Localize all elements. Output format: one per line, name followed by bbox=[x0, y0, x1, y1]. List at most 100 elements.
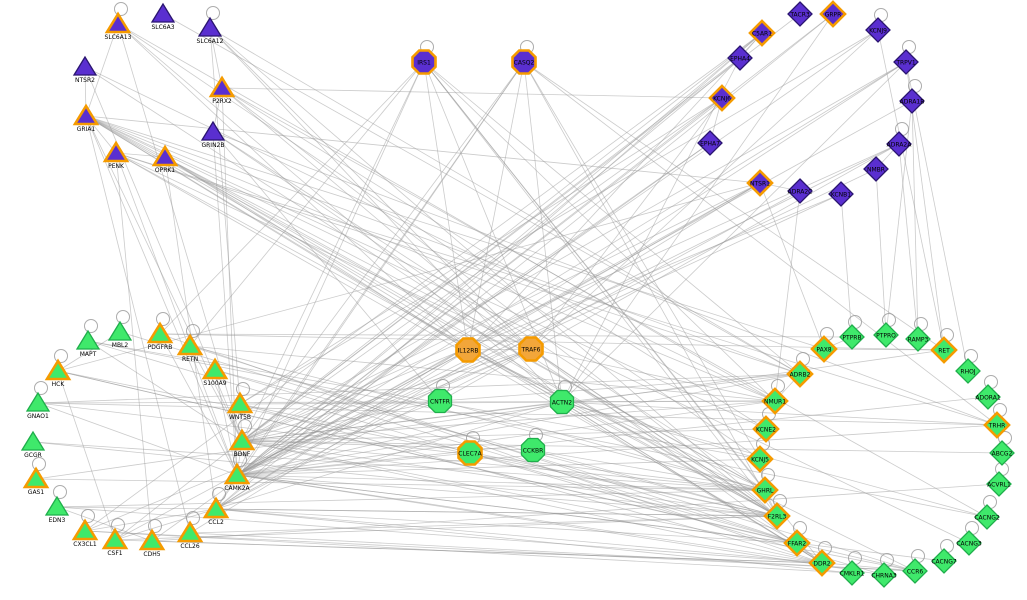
node-GHRL[interactable] bbox=[751, 476, 779, 504]
edge-P2RX2-TRAF6 bbox=[221, 87, 532, 350]
node-FFAR2[interactable] bbox=[783, 529, 811, 557]
node-KCNB1[interactable] bbox=[828, 181, 854, 207]
edge-HCK-F2RL3 bbox=[57, 370, 778, 517]
node-CACNG7[interactable] bbox=[931, 548, 957, 574]
node-F2RL3[interactable] bbox=[763, 502, 791, 530]
node-CACNG3[interactable] bbox=[956, 530, 982, 556]
node-label-EPHA4: EPHA4 bbox=[730, 56, 750, 63]
node-TRPV1[interactable] bbox=[893, 49, 919, 75]
node-WNT5B[interactable] bbox=[226, 391, 254, 414]
edge-IL12RB-GHRL bbox=[467, 349, 766, 491]
node-EDN3[interactable] bbox=[44, 495, 70, 516]
node-HCK[interactable] bbox=[44, 358, 72, 381]
node-NMBR[interactable] bbox=[863, 156, 889, 182]
node-KCNJ9[interactable] bbox=[865, 17, 891, 43]
node-CNTFR[interactable] bbox=[427, 388, 453, 414]
node-SLC6A13[interactable] bbox=[104, 11, 132, 34]
node-KCNE2[interactable] bbox=[752, 415, 780, 443]
node-C5AR1[interactable] bbox=[748, 19, 776, 47]
node-CASQ2[interactable] bbox=[511, 49, 537, 75]
node-P2RX2[interactable] bbox=[208, 75, 236, 98]
node-ACTN2[interactable] bbox=[549, 389, 575, 415]
edge-OPRK1-IL12RB bbox=[164, 156, 469, 351]
node-TRHR[interactable] bbox=[983, 411, 1011, 439]
node-KCNJ5[interactable] bbox=[746, 445, 774, 473]
node-CCKBR[interactable] bbox=[520, 437, 546, 463]
edge-SLC6A3-ADRB2 bbox=[162, 13, 801, 375]
node-ADRA2C[interactable] bbox=[787, 178, 813, 204]
node-label-CCL2: CCL2 bbox=[208, 519, 224, 526]
node-MBL2[interactable] bbox=[107, 320, 133, 341]
node-TRAF6[interactable] bbox=[518, 336, 544, 362]
node-NMUR1[interactable] bbox=[761, 387, 789, 415]
node-PTPRB[interactable] bbox=[839, 324, 865, 350]
node-label-CDH5: CDH5 bbox=[143, 551, 160, 558]
node-RHOJ[interactable] bbox=[955, 358, 981, 384]
node-label-IRS1: IRS1 bbox=[417, 60, 431, 67]
nodes-layer bbox=[20, 0, 1015, 588]
edge-OPRK1-GHRL bbox=[164, 156, 766, 491]
node-label-KCNJ6: KCNJ6 bbox=[713, 96, 731, 103]
node-CSF1[interactable] bbox=[101, 527, 129, 550]
node-GRIA1[interactable] bbox=[72, 103, 100, 126]
node-CCR6[interactable] bbox=[902, 558, 928, 584]
node-label-CCL26: CCL26 bbox=[180, 543, 200, 550]
node-ADRB2[interactable] bbox=[786, 360, 814, 388]
node-label-KCNB1: KCNB1 bbox=[831, 192, 851, 199]
labels-layer: SLC6A13SLC6A3SLC6A12NTSR2P2RX2GRIA1GRIN2… bbox=[24, 12, 1012, 580]
node-ABCG2[interactable] bbox=[989, 440, 1015, 466]
node-KCNJ6[interactable] bbox=[708, 84, 736, 112]
node-CDH5[interactable] bbox=[138, 528, 166, 551]
node-GRPR[interactable] bbox=[819, 0, 847, 28]
node-S100A9[interactable] bbox=[201, 357, 229, 380]
edge-GRIA1-NTSR1 bbox=[85, 115, 761, 184]
node-TACR3[interactable] bbox=[787, 1, 813, 27]
node-CAMK2A[interactable] bbox=[223, 462, 251, 485]
node-PAX8[interactable] bbox=[810, 335, 838, 363]
node-BDNF[interactable] bbox=[228, 428, 256, 451]
node-CHRNA3[interactable] bbox=[871, 562, 897, 588]
edge-CSF1-CCL2 bbox=[114, 508, 217, 541]
edge-BDNF-CCR6 bbox=[241, 440, 916, 572]
node-CCL26[interactable] bbox=[176, 520, 204, 543]
node-NTSR2[interactable] bbox=[72, 55, 98, 76]
node-label-EDN3: EDN3 bbox=[49, 517, 66, 524]
node-PDGFRB[interactable] bbox=[146, 321, 174, 344]
node-CCL2[interactable] bbox=[202, 496, 230, 519]
edge-CCKBR-GHRL bbox=[532, 449, 766, 491]
self-loop-SLC6A13 bbox=[114, 2, 128, 16]
node-SLC6A12[interactable] bbox=[197, 16, 223, 37]
node-ADRA2A[interactable] bbox=[886, 131, 912, 157]
node-RETN[interactable] bbox=[176, 333, 204, 356]
node-IRS1[interactable] bbox=[411, 49, 437, 75]
node-OPRK1[interactable] bbox=[151, 144, 179, 167]
node-CLEC7A[interactable] bbox=[457, 440, 483, 466]
edge-MBL2-CCR6 bbox=[119, 331, 916, 572]
node-label-EPHA7: EPHA7 bbox=[700, 141, 720, 148]
node-GAS1[interactable] bbox=[22, 466, 50, 489]
node-EPHA7[interactable] bbox=[697, 130, 723, 156]
node-PENK[interactable] bbox=[102, 140, 130, 163]
node-ADRA1B[interactable] bbox=[899, 88, 925, 114]
edge-RETN-NMUR1 bbox=[189, 345, 776, 402]
node-NTSR1[interactable] bbox=[746, 169, 774, 197]
node-MAPT[interactable] bbox=[75, 329, 101, 350]
node-CX3CL1[interactable] bbox=[71, 518, 99, 541]
node-CMKLR1[interactable] bbox=[839, 560, 865, 586]
node-GRIN2B[interactable] bbox=[200, 120, 226, 141]
node-CACNG2[interactable] bbox=[974, 504, 1000, 530]
node-IL12RB[interactable] bbox=[455, 337, 481, 363]
node-ADORA1[interactable] bbox=[975, 384, 1001, 410]
node-EPHA4[interactable] bbox=[727, 45, 753, 71]
node-DDR2[interactable] bbox=[808, 549, 836, 577]
node-SLC6A3[interactable] bbox=[150, 2, 176, 23]
node-GNAO1[interactable] bbox=[25, 391, 51, 412]
node-label-ACTN2: ACTN2 bbox=[552, 400, 572, 407]
node-PTPRO[interactable] bbox=[873, 322, 899, 348]
node-RAMP3[interactable] bbox=[905, 326, 931, 352]
node-GCGR[interactable] bbox=[20, 430, 46, 451]
node-ACVRL1[interactable] bbox=[986, 471, 1012, 497]
node-RET[interactable] bbox=[930, 336, 958, 364]
